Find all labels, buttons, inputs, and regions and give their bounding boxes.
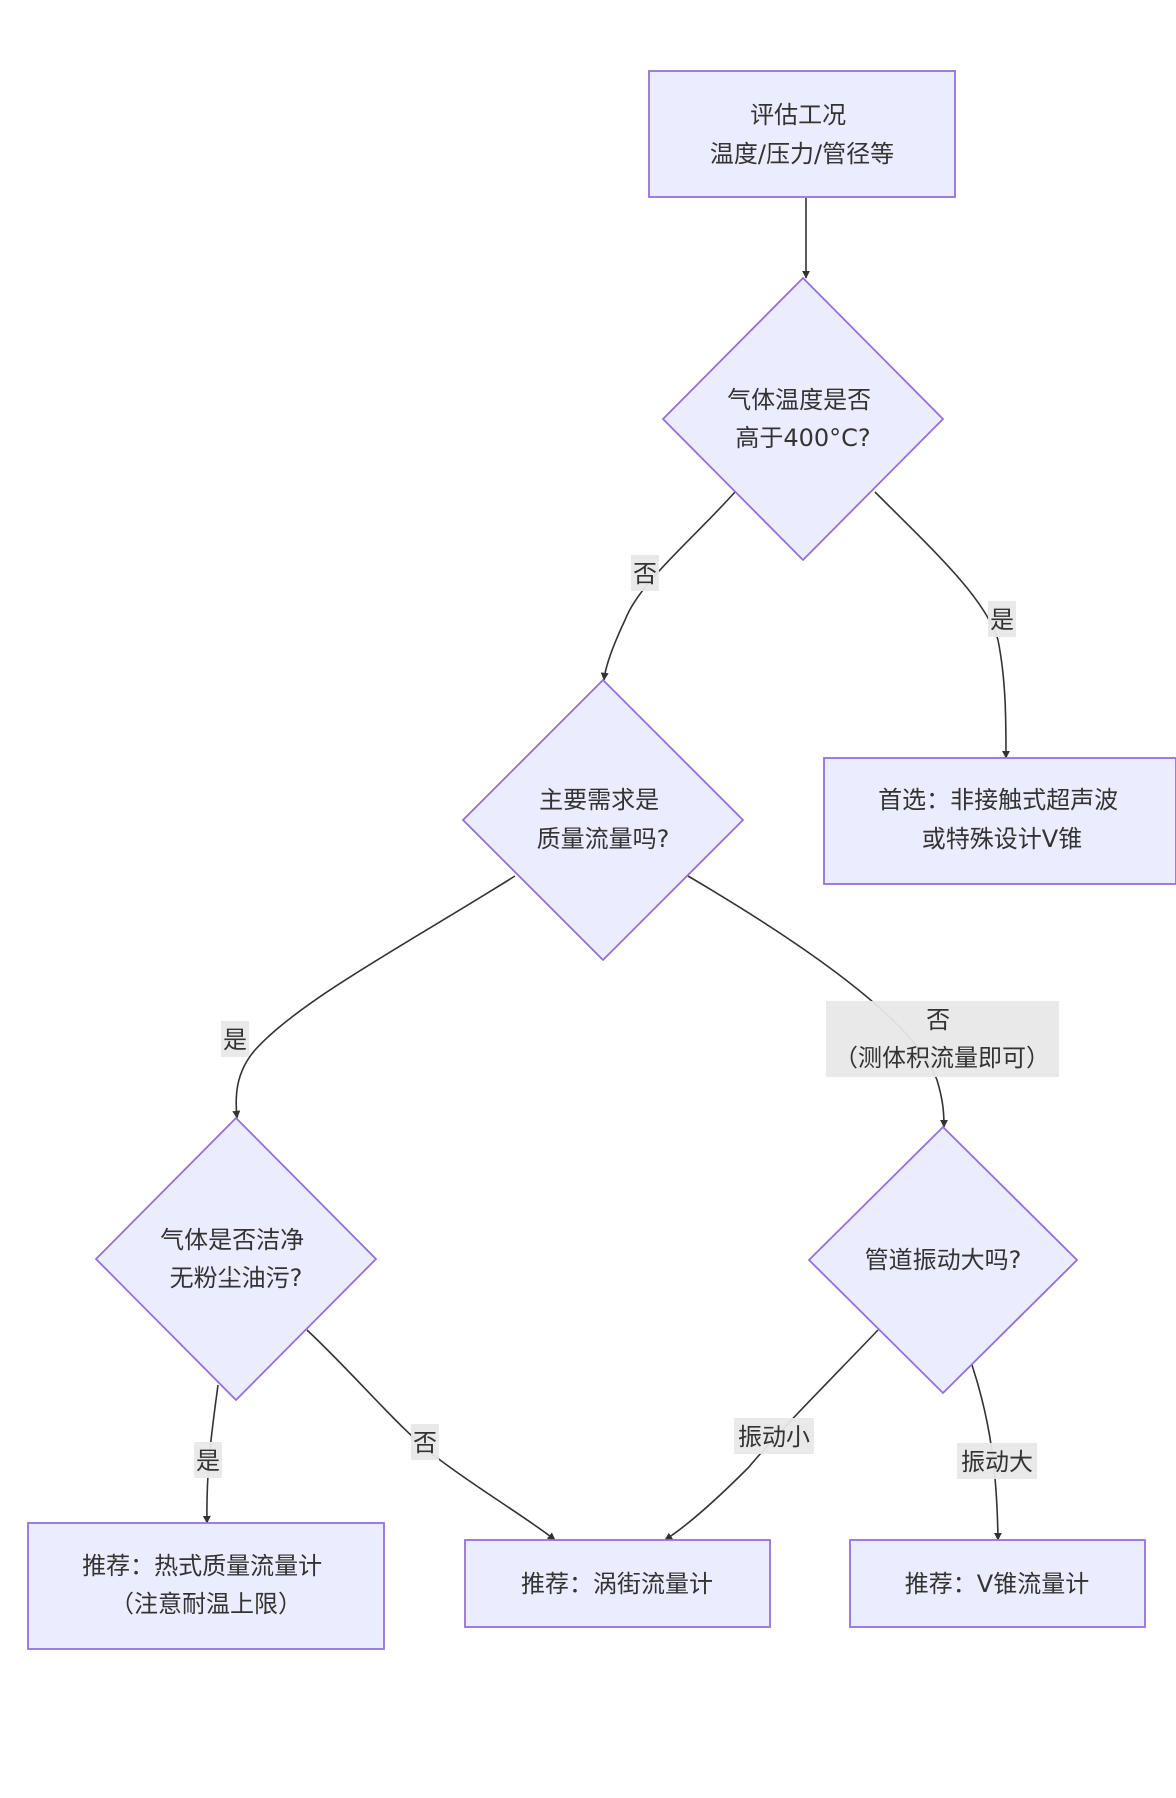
node-assess-conditions: 评估工况 温度/压力/管径等 bbox=[648, 70, 956, 198]
edge-label-temp-yes-text: 是 bbox=[990, 606, 1014, 634]
svg-text:管道振动大吗?: 管道振动大吗? bbox=[865, 1246, 1022, 1274]
nodes: 评估工况 温度/压力/管径等 气体温度是否 高于400°C? 首选：非接触式超声… bbox=[27, 70, 1176, 1650]
svg-text:推荐：涡街流量计: 推荐：涡街流量计 bbox=[521, 1570, 713, 1598]
edge-label-mass-yes-text: 是 bbox=[223, 1026, 247, 1054]
edge-vibration-small bbox=[664, 1329, 879, 1541]
edge-label-clean-no: 否 bbox=[411, 1424, 439, 1460]
edge-label-mass-no: 否 （测体积流量即可） bbox=[826, 1001, 1059, 1077]
edge-label-temp-yes: 是 bbox=[988, 601, 1016, 637]
decision-temperature-line-1: 气体温度是否 bbox=[727, 386, 871, 414]
svg-text:是: 是 bbox=[223, 1026, 247, 1054]
edge-label-mass-yes: 是 bbox=[221, 1021, 249, 1057]
edge-label-clean-no-text: 否 bbox=[413, 1429, 437, 1457]
edge-label-clean-yes: 是 bbox=[194, 1442, 222, 1478]
node-high-temp-line-1: 首选：非接触式超声波 bbox=[878, 786, 1118, 814]
svg-text:首选：非接触式超声波 或特殊设计V锥: 首选：非接触式超声波 或特殊设计V锥 bbox=[878, 786, 1126, 853]
edge-temp-check-no bbox=[600, 491, 736, 681]
edge-label-clean-yes-text: 是 bbox=[196, 1447, 220, 1475]
decision-temperature-line-2: 高于400°C? bbox=[735, 424, 870, 452]
decision-clean-gas-line-1: 气体是否洁净 bbox=[160, 1226, 304, 1254]
decision-vibration: 管道振动大吗? bbox=[807, 1125, 1079, 1395]
decision-clean-gas-line-2: 无粉尘油污? bbox=[170, 1264, 303, 1292]
edge-label-temp-no-text: 否 bbox=[633, 560, 657, 588]
edge-label-vibration-small-text: 振动小 bbox=[738, 1423, 810, 1451]
svg-text:否: 否 bbox=[413, 1429, 437, 1457]
svg-text:是: 是 bbox=[990, 606, 1014, 634]
svg-text:推荐：热式质量流量计 （注意耐温上限）: 推荐：热式质量流量计 （注意耐温上限） bbox=[82, 1552, 330, 1618]
svg-text:主要需求是 质量流量吗?: 主要需求是 质量流量吗? bbox=[537, 786, 670, 853]
svg-text:推荐：V锥流量计: 推荐：V锥流量计 bbox=[905, 1570, 1089, 1598]
edge-clean-check-no bbox=[306, 1329, 556, 1541]
node-vcone-line-1: 推荐：V锥流量计 bbox=[905, 1570, 1089, 1598]
node-thermal-line-1: 推荐：热式质量流量计 bbox=[82, 1552, 322, 1580]
edge-label-temp-no: 否 bbox=[631, 555, 659, 591]
decision-clean-gas: 气体是否洁净 无粉尘油污? bbox=[94, 1116, 378, 1402]
node-thermal-line-2: （注意耐温上限） bbox=[110, 1590, 302, 1618]
node-high-temp-line-2: 或特殊设计V锥 bbox=[922, 825, 1082, 853]
node-vortex-recommendation: 推荐：涡街流量计 bbox=[464, 1539, 771, 1628]
edge-label-vibration-small: 振动小 bbox=[734, 1418, 814, 1454]
edge-label-mass-no-line-2: （测体积流量即可） bbox=[834, 1044, 1050, 1072]
svg-text:评估工况 温度/压力/管径等: 评估工况 温度/压力/管径等 bbox=[710, 101, 894, 168]
edge-labels: 否 是 是 否 （测体积流量即可） 是 bbox=[194, 555, 1059, 1479]
svg-text:否: 否 bbox=[633, 560, 657, 588]
decision-vibration-line-1: 管道振动大吗? bbox=[865, 1246, 1022, 1274]
decision-mass-flow-line-2: 质量流量吗? bbox=[537, 825, 670, 853]
edge-label-vibration-large-text: 振动大 bbox=[961, 1448, 1033, 1476]
svg-text:振动小: 振动小 bbox=[738, 1423, 810, 1451]
node-assess-line-1: 评估工况 bbox=[750, 101, 846, 129]
edge-label-vibration-large: 振动大 bbox=[957, 1443, 1037, 1479]
node-vcone-recommendation: 推荐：V锥流量计 bbox=[849, 1539, 1146, 1628]
node-high-temp-choice: 首选：非接触式超声波 或特殊设计V锥 bbox=[823, 757, 1176, 885]
decision-mass-flow: 主要需求是 质量流量吗? bbox=[461, 678, 745, 962]
node-assess-line-2: 温度/压力/管径等 bbox=[710, 140, 894, 168]
svg-text:振动大: 振动大 bbox=[961, 1448, 1033, 1476]
decision-mass-flow-line-1: 主要需求是 bbox=[539, 786, 659, 814]
svg-text:气体是否洁净 无粉尘油污?: 气体是否洁净 无粉尘油污? bbox=[160, 1226, 312, 1292]
decision-temperature: 气体温度是否 高于400°C? bbox=[661, 276, 945, 562]
node-thermal-recommendation: 推荐：热式质量流量计 （注意耐温上限） bbox=[27, 1522, 385, 1650]
node-vortex-line-1: 推荐：涡街流量计 bbox=[521, 1570, 713, 1598]
svg-text:否 （测体积流量即可）: 否 （测体积流量即可） bbox=[834, 1006, 1050, 1072]
svg-text:气体温度是否 高于400°C?: 气体温度是否 高于400°C? bbox=[727, 386, 879, 452]
edge-temp-check-yes bbox=[874, 491, 1010, 759]
edge-label-mass-no-line-1: 否 bbox=[926, 1006, 950, 1034]
svg-text:是: 是 bbox=[196, 1447, 220, 1475]
edge-mass-check-yes bbox=[232, 875, 516, 1119]
